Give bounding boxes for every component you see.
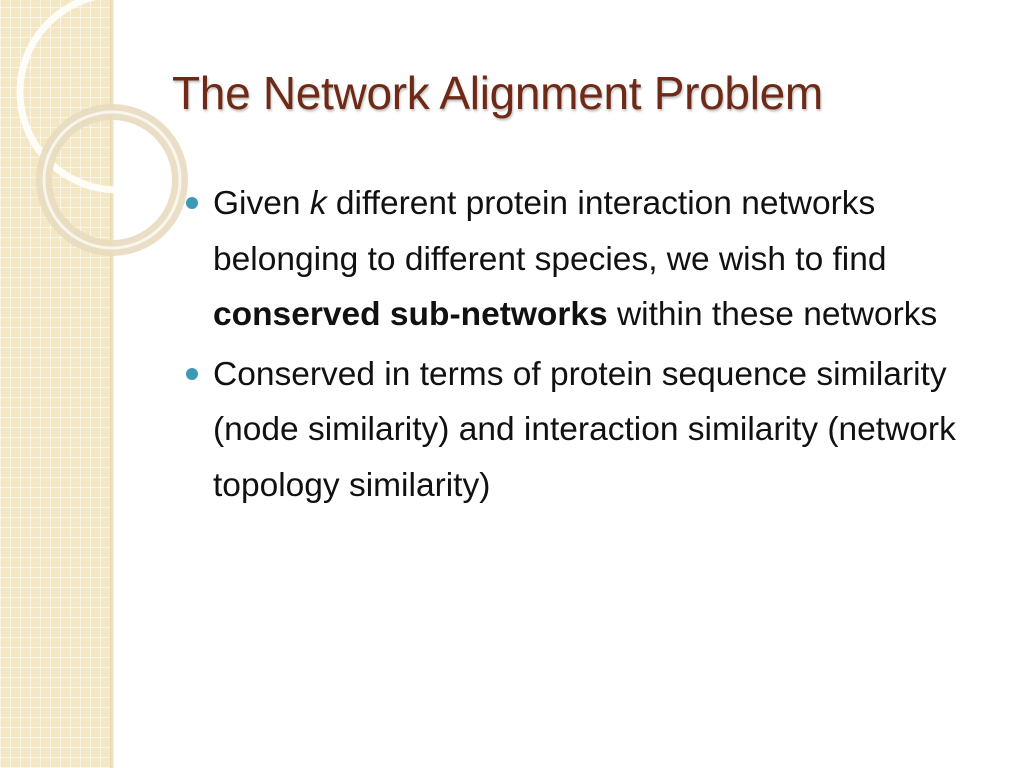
bullet-item-1: Given k different protein interaction ne… [182, 176, 1002, 343]
decorative-ring-lower-highlight [42, 110, 182, 250]
strip-edge-shadow [110, 0, 114, 768]
bullet-list: Given k different protein interaction ne… [182, 176, 1002, 517]
bullet-item-2: Conserved in terms of protein sequence s… [182, 347, 1002, 514]
bullet-dot-icon [186, 367, 198, 380]
decorative-circles [16, 0, 220, 256]
bullet-dot-icon [186, 197, 198, 209]
bullet-2-text: Conserved in terms of protein sequence s… [213, 355, 956, 504]
bullet-1-text-c: within these networks [607, 296, 938, 333]
bullet-1-text-a: Given [213, 185, 310, 222]
bullet-1-italic-k: k [309, 185, 327, 222]
bullet-1-text-b: different protein interaction networks b… [213, 185, 887, 278]
decorative-grid-strip [0, 0, 112, 768]
bullet-1-bold-phrase: conserved sub-networks [213, 296, 608, 333]
decorative-ring-upper [16, 0, 220, 194]
slide-title: The Network Alignment Problem [172, 67, 823, 119]
